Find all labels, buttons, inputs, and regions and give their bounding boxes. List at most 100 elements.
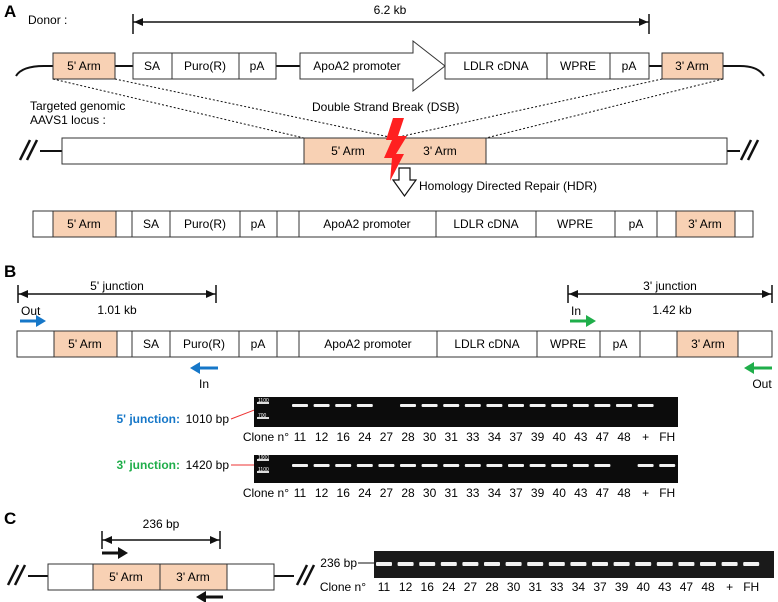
gel-band	[508, 464, 524, 467]
c-flank-left	[47, 563, 94, 591]
result-flank-left	[32, 210, 54, 238]
break-mark-right	[739, 139, 753, 161]
gel-band	[486, 404, 503, 407]
panel-label-c: C	[4, 509, 16, 528]
gel3-ladder-band	[257, 459, 269, 461]
lane-label: 16	[421, 580, 435, 594]
result-pa2-box	[614, 210, 658, 238]
constructb-flank-left	[16, 330, 55, 358]
gel-band	[464, 464, 481, 467]
break-mark-left	[25, 139, 39, 161]
result-spacer	[656, 210, 677, 238]
donor-backbone-left-end	[15, 65, 53, 77]
gel-band	[313, 464, 330, 467]
lane-label: 43	[658, 580, 672, 594]
gel-band	[443, 464, 460, 467]
homology-line-right-outer	[485, 78, 724, 139]
donor-puro-label: Puro(R)	[184, 59, 226, 73]
donor-arm5-label: 5' Arm	[67, 59, 101, 73]
result-pa2-label: pA	[629, 217, 644, 231]
lane-label: FH	[659, 430, 675, 444]
lane-label: +	[642, 486, 649, 500]
lane-label: FH	[743, 580, 759, 594]
donor-size-label: 6.2 kb	[374, 3, 407, 17]
donor-arm3-label: 3' Arm	[675, 59, 709, 73]
gel-band	[335, 464, 352, 467]
genomic-arm5-label: 5' Arm	[331, 144, 365, 158]
gel-band	[378, 464, 395, 467]
lane-label: 48	[617, 430, 631, 444]
c-flank-right	[226, 563, 275, 591]
genomic-arm3-box	[393, 137, 487, 165]
primer-out-left-arrowhead	[36, 315, 46, 327]
genomic-flank-left	[61, 137, 305, 165]
gel-band	[486, 464, 503, 467]
donor-sa-box	[132, 52, 173, 80]
genomic-label-line1: Targeted genomic	[30, 99, 125, 113]
gel-band	[421, 404, 438, 407]
gel-band	[313, 404, 330, 407]
gel5-ladder-band	[257, 417, 269, 419]
arrowhead-right	[639, 18, 648, 26]
constructb-pa2-label: pA	[613, 337, 628, 351]
homology-line-left-inner	[114, 78, 395, 139]
lane-label: 34	[572, 580, 586, 594]
gel-band	[529, 404, 546, 407]
gel-band	[443, 404, 460, 407]
result-puro-box	[169, 210, 241, 238]
lane-label: 27	[464, 580, 478, 594]
arrowhead-left	[103, 536, 112, 544]
lane-label: 24	[442, 580, 456, 594]
gel-band	[548, 562, 565, 566]
constructb-promoter-label: ApoA2 promoter	[324, 337, 411, 351]
gel3-bp-label: 1420 bp	[186, 458, 230, 472]
lane-label: 40	[553, 430, 567, 444]
c-break-mark-left	[6, 564, 20, 586]
lane-label: 28	[485, 580, 499, 594]
gel-band	[637, 404, 654, 407]
result-ldlr-label: LDLR cDNA	[453, 217, 518, 231]
gel-band	[529, 464, 546, 467]
lane-label: 16	[337, 486, 351, 500]
gel5-title: 5' junction:	[116, 412, 180, 426]
arrowhead-left	[19, 290, 28, 298]
hdr-down-arrow-icon	[391, 167, 418, 198]
c-gel-bp-label: 236 bp	[320, 556, 357, 570]
lane-label: 43	[574, 486, 588, 500]
constructb-puro-label: Puro(R)	[183, 337, 225, 351]
gel-band	[292, 464, 308, 467]
lane-label: 27	[380, 486, 394, 500]
constructb-spacer	[276, 330, 300, 358]
donor-sa-label: SA	[144, 59, 160, 73]
constructb-puro-box	[169, 330, 240, 358]
c-break-mark-right	[295, 564, 309, 586]
constructb-spacer	[639, 330, 678, 358]
donor-backbone-right-end	[723, 65, 765, 77]
gel3-ladder-band	[257, 471, 269, 473]
gel-band	[743, 562, 760, 566]
constructb-pa1-label: pA	[251, 337, 266, 351]
donor-pa1-box	[238, 52, 277, 80]
gel-band	[356, 464, 373, 467]
gel-band	[592, 562, 608, 566]
lane-label: 31	[445, 486, 459, 500]
primer-out-right-label: Out	[752, 377, 772, 391]
gel5-image	[254, 397, 678, 427]
lane-label: 47	[596, 430, 610, 444]
arrowhead-left	[569, 290, 578, 298]
gel3-image	[254, 455, 678, 483]
lane-label: 30	[423, 430, 437, 444]
gel5-clone-label: Clone n°	[243, 430, 289, 444]
c-arm5-box	[92, 563, 161, 591]
c-arm3-label: 3' Arm	[176, 570, 210, 584]
result-wpre-label: WPRE	[557, 217, 593, 231]
constructb-sa-label: SA	[143, 337, 159, 351]
gel-band	[635, 562, 652, 566]
lane-label: 40	[553, 486, 567, 500]
lane-label: 34	[488, 486, 502, 500]
lane-label: FH	[659, 486, 675, 500]
lane-label: 27	[380, 430, 394, 444]
panel-label-b: B	[4, 262, 16, 281]
